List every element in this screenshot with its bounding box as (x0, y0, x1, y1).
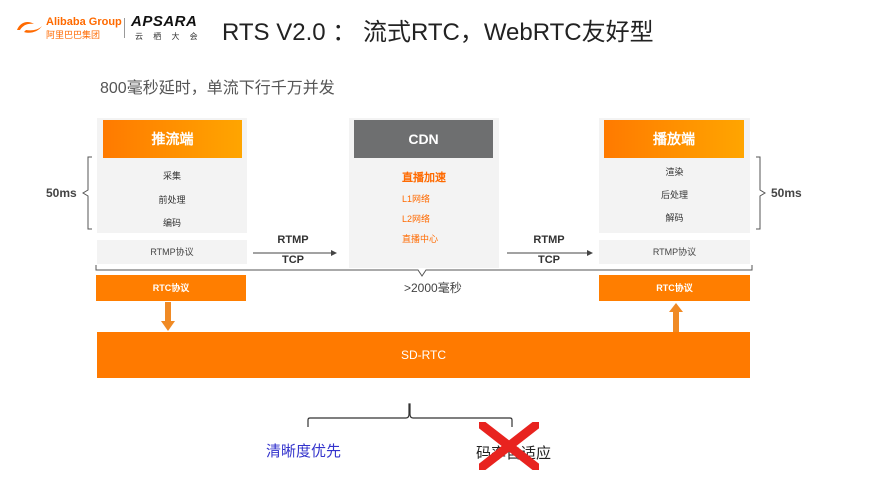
play-item-render: 渲染 (665, 167, 684, 177)
cdn-item-l2-network: L2网络 (402, 214, 431, 224)
feature-brace (307, 403, 513, 427)
push-rtc-protocol: RTC协议 (96, 275, 246, 301)
right-link-rtmp-label: RTMP (533, 234, 565, 246)
logo-divider (124, 18, 125, 38)
apsara-logo: APSARA 云 栖 大 会 (131, 13, 203, 41)
cdn-item-live-center: 直播中心 (402, 234, 439, 244)
push-item-encode: 编码 (162, 218, 181, 228)
cdn-item-live-acceleration: 直播加速 (402, 172, 446, 184)
feature-clarity-priority: 清晰度优先 (266, 443, 342, 460)
right-link-arrow-icon (507, 250, 593, 256)
left-link-arrow-icon (253, 250, 337, 256)
total-latency-label: >2000毫秒 (404, 281, 462, 295)
alibaba-logo: Alibaba Group 阿里巴巴集团 (14, 16, 122, 40)
play-item-decode: 解码 (665, 213, 684, 223)
cdn-item-l1-network: L1网络 (402, 194, 431, 204)
left-latency-bracket (82, 156, 92, 230)
right-latency-bracket (756, 156, 766, 230)
right-link-tcp-label: TCP (538, 254, 560, 266)
play-heading: 播放端 (604, 120, 744, 158)
play-rtc-protocol: RTC协议 (599, 275, 750, 301)
right-latency-label: 50ms (771, 186, 802, 200)
cross-out-icon (479, 422, 539, 470)
alibaba-logo-text: Alibaba Group (46, 16, 122, 28)
left-link-tcp-label: TCP (282, 254, 304, 266)
cdn-heading: CDN (354, 120, 493, 158)
slide-title: RTS V2.0 ： 流式RTC，WebRTC友好型 (222, 19, 654, 46)
apsara-logo-subtext: 云 栖 大 会 (135, 32, 202, 41)
total-latency-bracket (95, 265, 753, 277)
left-link-rtmp-label: RTMP (277, 234, 309, 246)
alibaba-logo-cn-text: 阿里巴巴集团 (46, 30, 101, 40)
play-rtmp-protocol: RTMP协议 (599, 240, 750, 264)
push-heading: 推流端 (103, 120, 242, 158)
slide-subtitle: 800毫秒延时，单流下行千万并发 (100, 80, 335, 97)
push-rtmp-protocol: RTMP协议 (97, 240, 247, 264)
up-arrow-icon (669, 303, 683, 332)
push-item-capture: 采集 (162, 171, 181, 181)
sd-rtc-bar: SD-RTC (97, 332, 750, 378)
push-item-preprocess: 前处理 (158, 195, 186, 205)
down-arrow-icon (161, 302, 175, 331)
alibaba-logo-icon (17, 22, 42, 33)
left-latency-label: 50ms (46, 186, 77, 200)
play-item-postprocess: 后处理 (660, 190, 688, 200)
apsara-logo-text: APSARA (131, 13, 198, 30)
